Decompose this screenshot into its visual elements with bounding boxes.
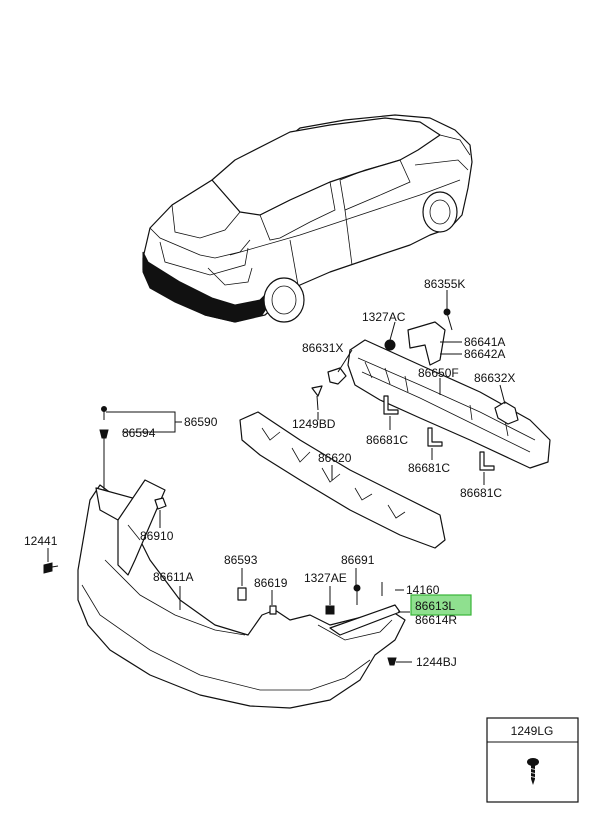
- label-86355k[interactable]: 86355K: [424, 277, 465, 291]
- label-86642a[interactable]: 86642A: [464, 347, 505, 361]
- label-14160[interactable]: 14160: [406, 583, 440, 597]
- part-labels: 86355K 1327AC 86641A 86642A 86631X 86650…: [24, 277, 515, 669]
- label-12441[interactable]: 12441: [24, 534, 58, 548]
- legend-box-1249lg[interactable]: 1249LG: [486, 717, 579, 803]
- label-86619[interactable]: 86619: [254, 576, 288, 590]
- label-86590[interactable]: 86590: [184, 415, 218, 429]
- bumper-cover: [77, 479, 406, 709]
- leader-lines: [47, 290, 506, 663]
- label-86632x[interactable]: 86632X: [474, 371, 515, 385]
- label-86613l[interactable]: 86613L: [415, 599, 455, 613]
- label-86650f[interactable]: 86650F: [418, 366, 459, 380]
- label-86594[interactable]: 86594: [122, 426, 156, 440]
- label-86681c-b[interactable]: 86681C: [408, 461, 450, 475]
- label-1244bj[interactable]: 1244BJ: [416, 655, 457, 669]
- label-86611a[interactable]: 86611A: [153, 570, 193, 584]
- beam-fasteners: [311, 308, 453, 411]
- label-86681c-a[interactable]: 86681C: [366, 433, 408, 447]
- bumper-beam: [327, 321, 551, 469]
- car-illustration: [142, 114, 473, 323]
- label-86681c-c[interactable]: 86681C: [460, 486, 502, 500]
- label-86593[interactable]: 86593: [224, 553, 258, 567]
- energy-absorber: [239, 411, 446, 549]
- highlight-86613l: [410, 594, 472, 616]
- label-86631x[interactable]: 86631X: [302, 341, 343, 355]
- label-1327ae[interactable]: 1327AE: [304, 571, 347, 585]
- legend-title: 1249LG: [511, 724, 554, 738]
- label-86910[interactable]: 86910: [140, 529, 174, 543]
- label-86614r[interactable]: 86614R: [415, 613, 457, 627]
- label-86620[interactable]: 86620: [318, 451, 352, 465]
- label-86691[interactable]: 86691: [341, 553, 375, 567]
- label-1249bd[interactable]: 1249BD: [292, 417, 336, 431]
- label-86641a[interactable]: 86641A: [464, 335, 505, 349]
- clips-86681c: [383, 395, 495, 471]
- screw-icon: [527, 758, 539, 785]
- label-1327ac[interactable]: 1327AC: [362, 310, 406, 324]
